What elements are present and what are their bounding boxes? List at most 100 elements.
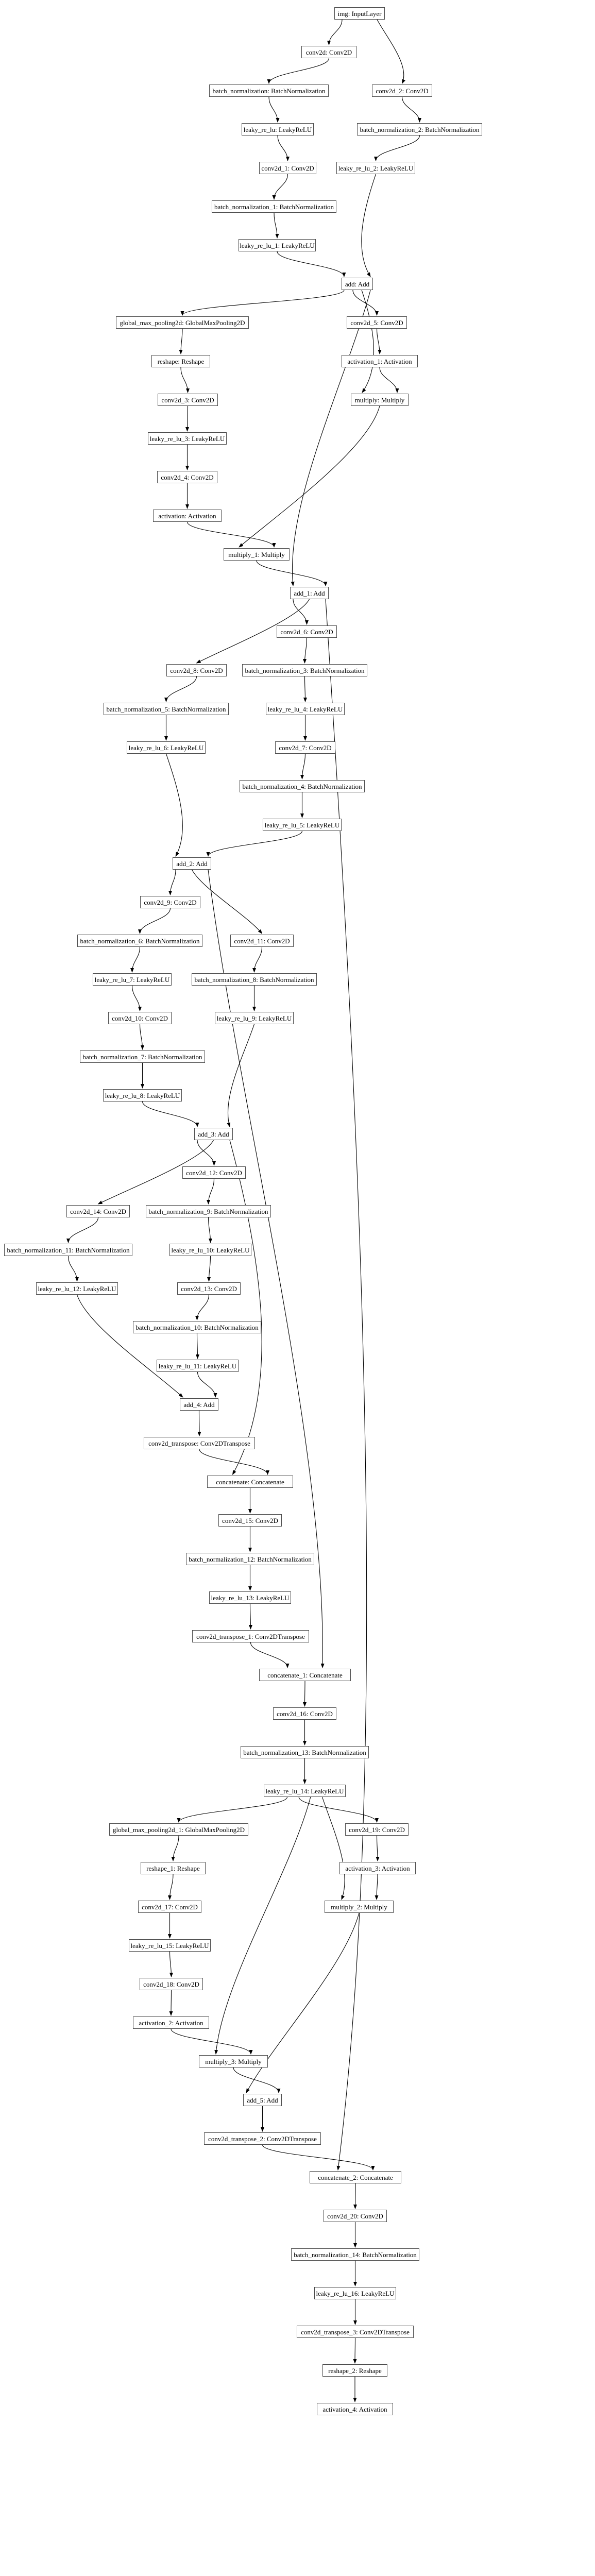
graph-node-multiply_2[interactable]: multiply_2: Multiply	[325, 1901, 394, 1913]
graph-node-conv2d_15[interactable]: conv2d_15: Conv2D	[218, 1514, 282, 1527]
graph-edge-leaky_re_lu_10-to-conv2d_13	[207, 1256, 211, 1282]
graph-edge-multiply-to-multiply_1	[239, 405, 380, 548]
graph-edge-leaky_re_lu_6-to-add_2	[165, 753, 183, 857]
graph-node-leaky_re_lu_2[interactable]: leaky_re_lu_2: LeakyReLU	[336, 162, 415, 174]
graph-node-conv2d_14[interactable]: conv2d_14: Conv2D	[66, 1205, 130, 1217]
graph-node-leaky_re_lu_16[interactable]: leaky_re_lu_16: LeakyReLU	[314, 2287, 396, 2299]
graph-node-conv2d_8[interactable]: conv2d_8: Conv2D	[166, 664, 227, 676]
graph-node-leaky_re_lu_6[interactable]: leaky_re_lu_6: LeakyReLU	[127, 741, 206, 754]
graph-node-activation_3[interactable]: activation_3: Activation	[339, 1862, 416, 1874]
graph-node-img[interactable]: img: InputLayer	[334, 7, 385, 20]
graph-node-batch_normalization_11[interactable]: batch_normalization_11: BatchNormalizati…	[4, 1244, 132, 1256]
graph-edge-batch_normalization_10-to-leaky_re_lu_11	[195, 1333, 199, 1359]
graph-node-label: activation_1: Activation	[347, 357, 412, 365]
graph-edge-batch_normalization-to-leaky_re_lu	[268, 96, 280, 123]
graph-node-conv2d_transpose_3[interactable]: conv2d_transpose_3: Conv2DTranspose	[297, 2326, 414, 2338]
graph-node-conv2d_20[interactable]: conv2d_20: Conv2D	[324, 2210, 387, 2222]
graph-node-conv2d_3[interactable]: conv2d_3: Conv2D	[158, 394, 218, 406]
graph-node-conv2d[interactable]: conv2d: Conv2D	[301, 46, 356, 58]
graph-node-conv2d_17[interactable]: conv2d_17: Conv2D	[138, 1901, 201, 1913]
graph-node-batch_normalization_12[interactable]: batch_normalization_12: BatchNormalizati…	[186, 1553, 314, 1565]
graph-node-multiply_3[interactable]: multiply_3: Multiply	[199, 2055, 268, 2067]
graph-edge-add-to-global_max_pooling2d	[180, 290, 345, 316]
graph-node-reshape[interactable]: reshape: Reshape	[151, 355, 210, 367]
graph-node-batch_normalization_13[interactable]: batch_normalization_13: BatchNormalizati…	[241, 1746, 369, 1758]
graph-node-add[interactable]: add: Add	[342, 278, 373, 290]
graph-edge-leaky_re_lu_2-to-add	[361, 174, 377, 277]
graph-node-label: activation_3: Activation	[345, 1864, 410, 1872]
graph-node-leaky_re_lu_9[interactable]: leaky_re_lu_9: LeakyReLU	[215, 1012, 294, 1024]
graph-node-conv2d_transpose_1[interactable]: conv2d_transpose_1: Conv2DTranspose	[192, 1630, 309, 1642]
graph-node-batch_normalization_1[interactable]: batch_normalization_1: BatchNormalizatio…	[212, 200, 336, 213]
graph-node-conv2d_12[interactable]: conv2d_12: Conv2D	[182, 1166, 246, 1179]
graph-node-batch_normalization_10[interactable]: batch_normalization_10: BatchNormalizati…	[133, 1321, 261, 1333]
graph-node-conv2d_9[interactable]: conv2d_9: Conv2D	[140, 896, 200, 908]
graph-node-batch_normalization_5[interactable]: batch_normalization_5: BatchNormalizatio…	[104, 703, 229, 715]
graph-node-batch_normalization_8[interactable]: batch_normalization_8: BatchNormalizatio…	[192, 973, 317, 986]
graph-node-leaky_re_lu[interactable]: leaky_re_lu: LeakyReLU	[242, 123, 314, 135]
graph-node-conv2d_transpose_2[interactable]: conv2d_transpose_2: Conv2DTranspose	[204, 2132, 321, 2145]
graph-node-conv2d_10[interactable]: conv2d_10: Conv2D	[108, 1012, 172, 1024]
graph-node-conv2d_7[interactable]: conv2d_7: Conv2D	[275, 741, 335, 754]
graph-node-label: leaky_re_lu_12: LeakyReLU	[38, 1284, 116, 1293]
graph-node-reshape_1[interactable]: reshape_1: Reshape	[141, 1862, 206, 1874]
graph-node-activation_4[interactable]: activation_4: Activation	[317, 2403, 393, 2415]
graph-node-add_5[interactable]: add_5: Add	[243, 2094, 282, 2106]
graph-node-add_2[interactable]: add_2: Add	[173, 857, 211, 870]
graph-node-conv2d_13[interactable]: conv2d_13: Conv2D	[177, 1282, 241, 1295]
graph-node-leaky_re_lu_7[interactable]: leaky_re_lu_7: LeakyReLU	[93, 973, 172, 986]
graph-node-leaky_re_lu_4[interactable]: leaky_re_lu_4: LeakyReLU	[266, 703, 345, 715]
graph-edge-leaky_re_lu_11-to-add_4	[197, 1371, 217, 1398]
graph-node-conv2d_4[interactable]: conv2d_4: Conv2D	[157, 471, 217, 483]
graph-node-leaky_re_lu_14[interactable]: leaky_re_lu_14: LeakyReLU	[264, 1785, 346, 1797]
graph-node-batch_normalization_3[interactable]: batch_normalization_3: BatchNormalizatio…	[242, 664, 367, 676]
graph-node-conv2d_11[interactable]: conv2d_11: Conv2D	[230, 935, 294, 947]
graph-node-batch_normalization_6[interactable]: batch_normalization_6: BatchNormalizatio…	[77, 935, 202, 947]
graph-node-conv2d_6[interactable]: conv2d_6: Conv2D	[277, 625, 337, 638]
graph-node-add_1[interactable]: add_1: Add	[290, 587, 329, 599]
graph-node-batch_normalization_4[interactable]: batch_normalization_4: BatchNormalizatio…	[240, 780, 365, 792]
graph-node-global_max_pooling2d[interactable]: global_max_pooling2d: GlobalMaxPooling2D	[116, 316, 249, 329]
graph-edge-conv2d_transpose_1-to-concatenate_1	[250, 1642, 290, 1668]
graph-node-multiply[interactable]: multiply: Multiply	[351, 394, 409, 406]
graph-edge-conv2d_8-to-batch_normalization_5	[164, 676, 197, 702]
graph-node-activation_2[interactable]: activation_2: Activation	[133, 2016, 209, 2029]
graph-node-multiply_1[interactable]: multiply_1: Multiply	[224, 548, 290, 561]
graph-node-add_4[interactable]: add_4: Add	[180, 1398, 218, 1411]
graph-node-batch_normalization_14[interactable]: batch_normalization_14: BatchNormalizati…	[291, 2248, 419, 2261]
graph-node-batch_normalization[interactable]: batch_normalization: BatchNormalization	[209, 84, 329, 97]
graph-node-leaky_re_lu_15[interactable]: leaky_re_lu_15: LeakyReLU	[129, 1939, 211, 1952]
graph-node-leaky_re_lu_5[interactable]: leaky_re_lu_5: LeakyReLU	[263, 819, 342, 831]
graph-node-conv2d_16[interactable]: conv2d_16: Conv2D	[273, 1707, 336, 1720]
graph-node-concatenate_1[interactable]: concatenate_1: Concatenate	[259, 1669, 351, 1681]
graph-node-concatenate_2[interactable]: concatenate_2: Concatenate	[310, 2171, 401, 2183]
graph-edge-leaky_re_lu_7-to-conv2d_10	[131, 985, 142, 1011]
graph-node-activation[interactable]: activation: Activation	[153, 510, 222, 522]
graph-node-batch_normalization_2[interactable]: batch_normalization_2: BatchNormalizatio…	[357, 123, 482, 135]
graph-node-conv2d_transpose[interactable]: conv2d_transpose: Conv2DTranspose	[144, 1437, 255, 1449]
graph-node-reshape_2[interactable]: reshape_2: Reshape	[322, 2364, 387, 2377]
graph-node-leaky_re_lu_1[interactable]: leaky_re_lu_1: LeakyReLU	[239, 239, 316, 251]
graph-edge-leaky_re_lu_14-to-multiply_2	[321, 1797, 345, 1900]
graph-node-concatenate[interactable]: concatenate: Concatenate	[207, 1476, 293, 1488]
graph-node-batch_normalization_9[interactable]: batch_normalization_9: BatchNormalizatio…	[146, 1205, 271, 1217]
graph-node-conv2d_2[interactable]: conv2d_2: Conv2D	[372, 84, 432, 97]
graph-node-conv2d_18[interactable]: conv2d_18: Conv2D	[140, 1978, 203, 1990]
graph-edge-multiply_3-to-add_5	[233, 2067, 281, 2093]
graph-node-leaky_re_lu_10[interactable]: leaky_re_lu_10: LeakyReLU	[169, 1244, 251, 1256]
graph-node-leaky_re_lu_3[interactable]: leaky_re_lu_3: LeakyReLU	[148, 432, 227, 445]
graph-node-conv2d_19[interactable]: conv2d_19: Conv2D	[345, 1823, 409, 1836]
graph-node-batch_normalization_7[interactable]: batch_normalization_7: BatchNormalizatio…	[80, 1050, 205, 1063]
graph-node-leaky_re_lu_11[interactable]: leaky_re_lu_11: LeakyReLU	[157, 1360, 239, 1372]
graph-node-add_3[interactable]: add_3: Add	[194, 1128, 233, 1140]
graph-node-conv2d_5[interactable]: conv2d_5: Conv2D	[347, 316, 407, 329]
graph-node-activation_1[interactable]: activation_1: Activation	[342, 355, 418, 367]
graph-node-conv2d_1[interactable]: conv2d_1: Conv2D	[259, 162, 316, 174]
graph-node-label: batch_normalization_5: BatchNormalizatio…	[106, 705, 226, 713]
graph-node-leaky_re_lu_8[interactable]: leaky_re_lu_8: LeakyReLU	[103, 1089, 182, 1101]
graph-node-leaky_re_lu_13[interactable]: leaky_re_lu_13: LeakyReLU	[209, 1591, 291, 1604]
graph-node-global_max_pooling2d_1[interactable]: global_max_pooling2d_1: GlobalMaxPooling…	[109, 1823, 248, 1836]
graph-node-label: batch_normalization_12: BatchNormalizati…	[189, 1555, 312, 1563]
graph-node-leaky_re_lu_12[interactable]: leaky_re_lu_12: LeakyReLU	[36, 1282, 118, 1295]
graph-node-label: multiply: Multiply	[354, 396, 405, 404]
